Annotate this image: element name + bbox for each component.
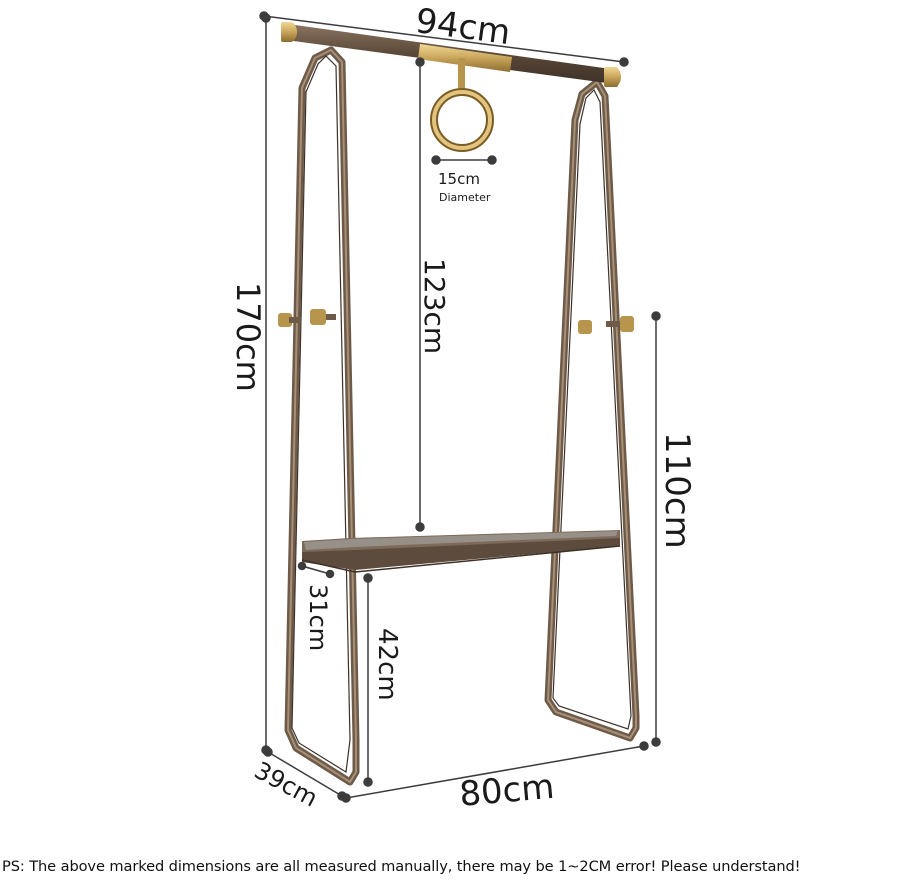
dim-shelf-depth: 31cm xyxy=(304,584,332,652)
side-hooks xyxy=(278,309,634,334)
dim-ring-diameter-value: 15cm xyxy=(438,170,480,188)
dimension-lines xyxy=(259,11,661,803)
measurement-note: PS: The above marked dimensions are all … xyxy=(2,858,801,875)
top-hanging-bar xyxy=(281,22,621,87)
dim-total-height: 170cm xyxy=(229,282,267,392)
glass-shelf xyxy=(301,530,621,573)
dim-base-width: 80cm xyxy=(457,766,556,815)
dim-shelf-height: 110cm xyxy=(657,432,697,549)
ring-hanger xyxy=(430,58,494,152)
dim-ring-diameter-label: Diameter xyxy=(439,191,491,204)
dim-hang-height: 123cm xyxy=(418,258,451,355)
left-frame xyxy=(284,46,360,786)
dim-shelf-floor: 42cm xyxy=(372,628,402,701)
